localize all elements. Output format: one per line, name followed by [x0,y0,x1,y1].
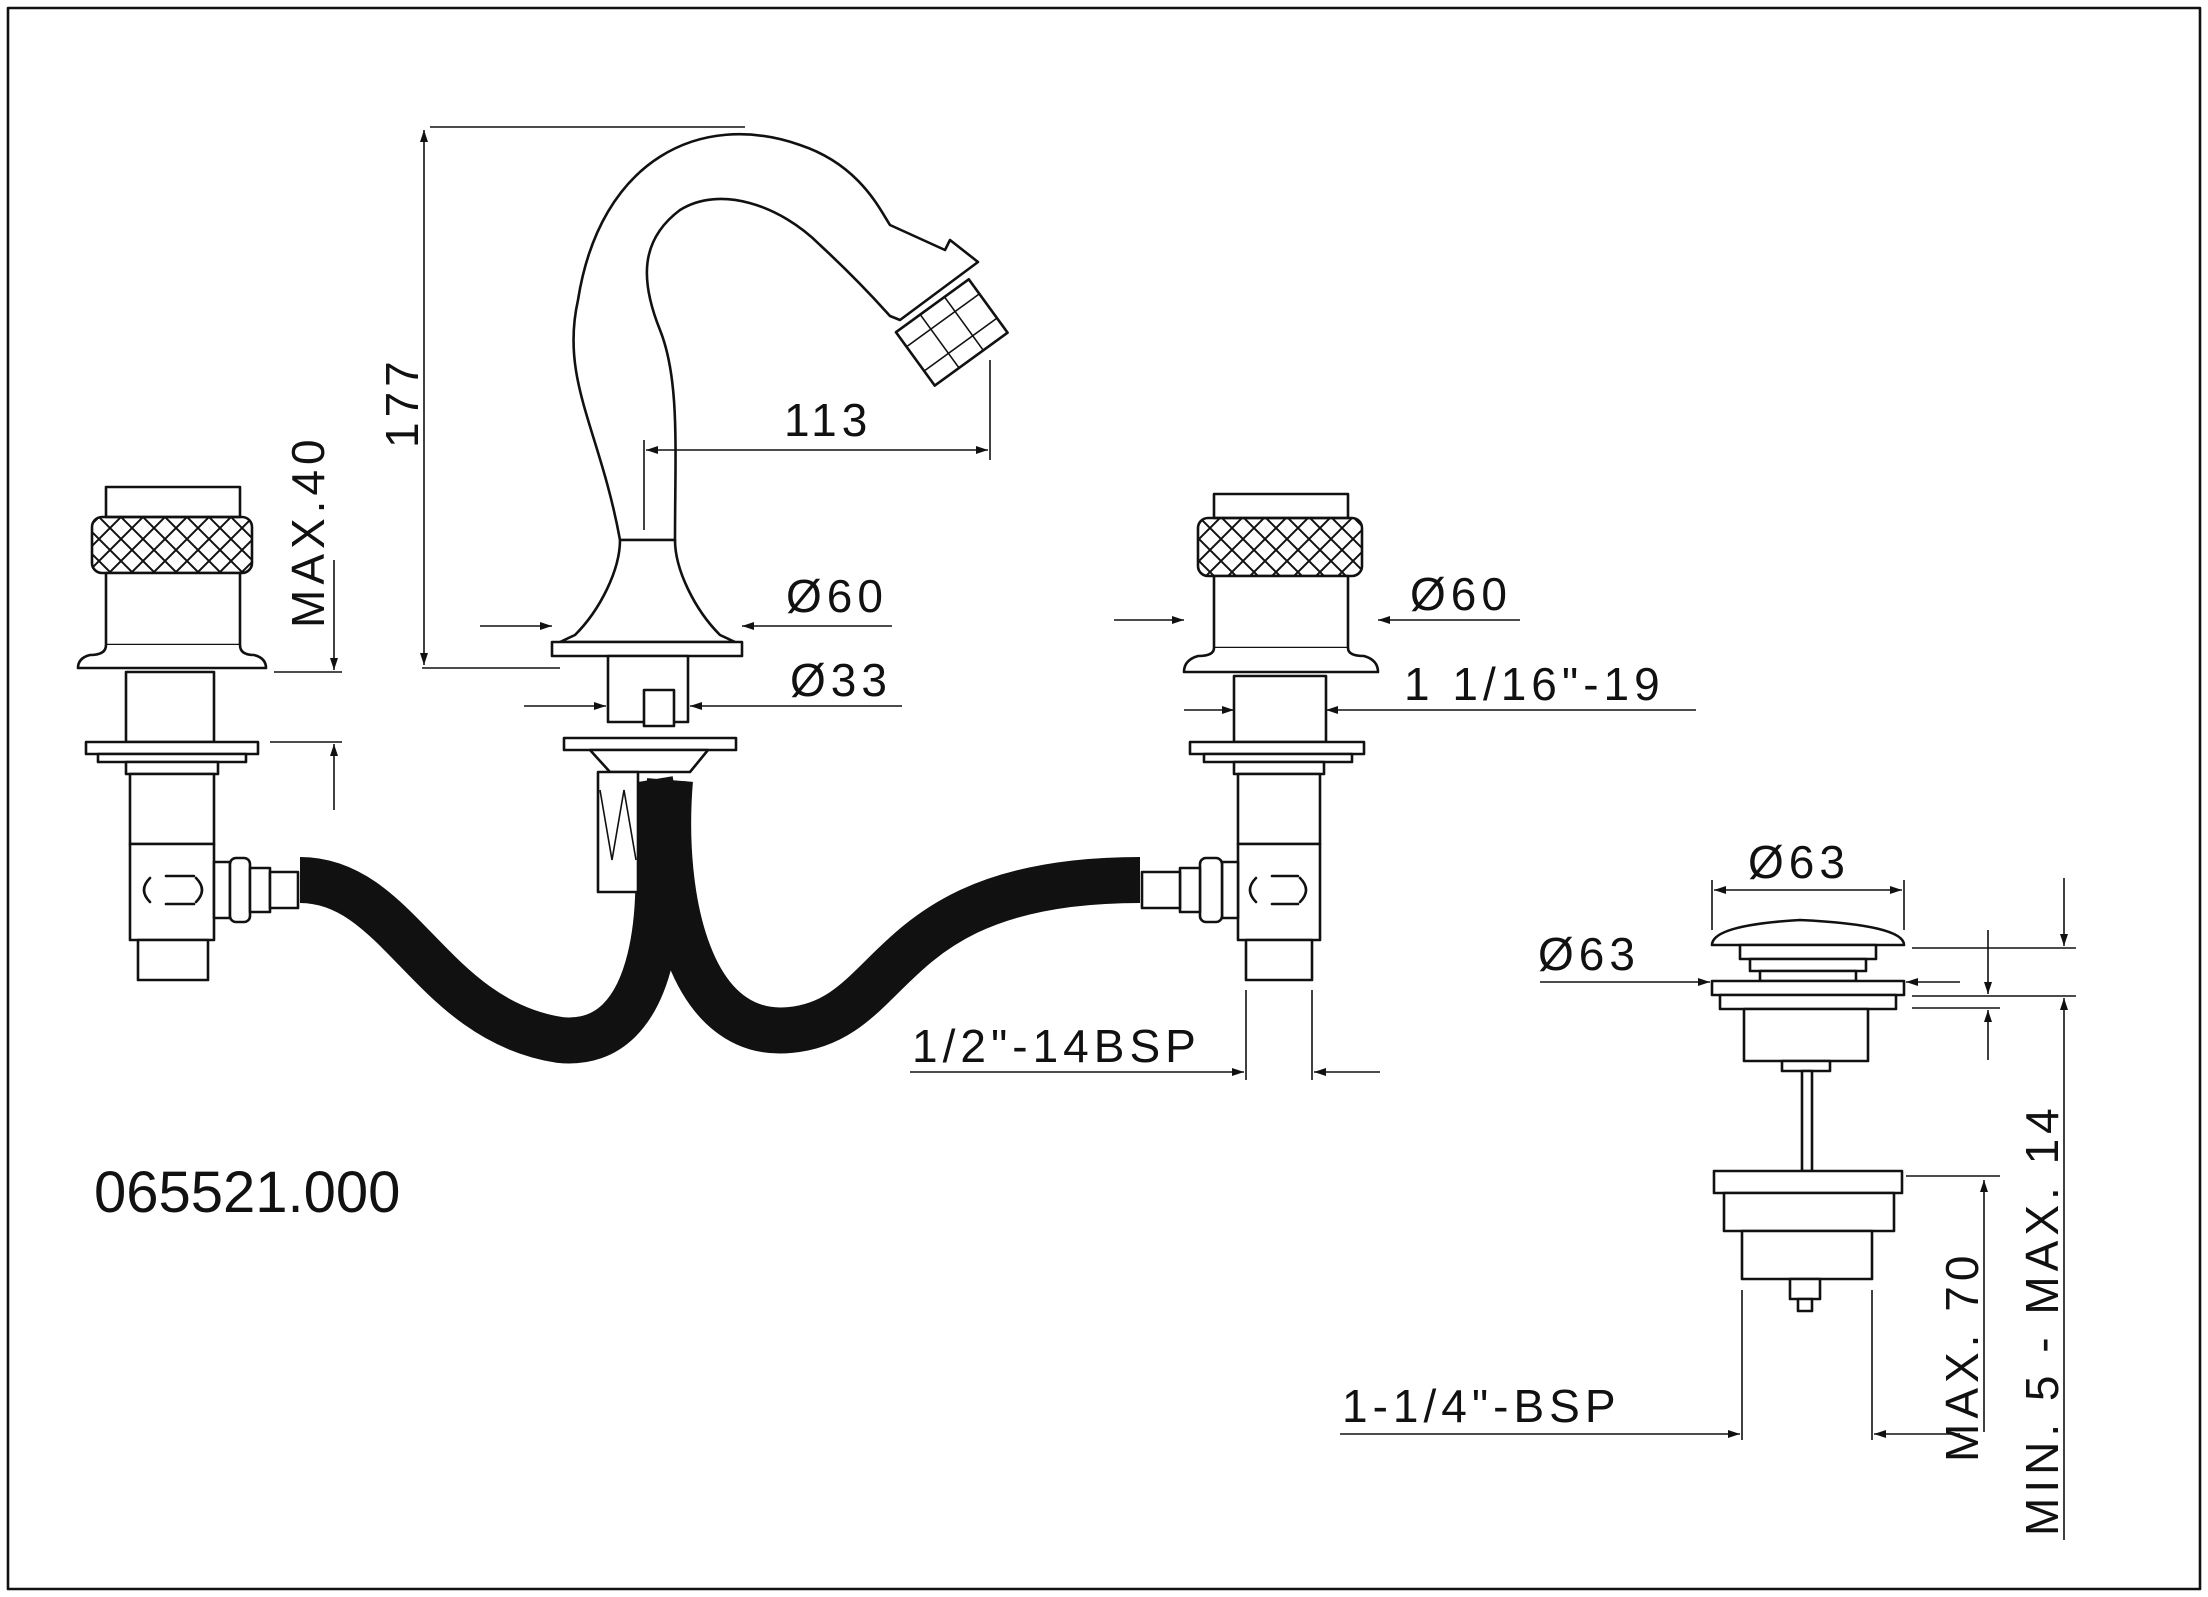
right-knurled-handle [1196,516,1364,578]
spout-body [572,132,980,542]
label-handle-base-diameter: Ø60 [1410,568,1512,620]
label-drain-flange-diameter: Ø63 [1538,928,1640,980]
part-number: 065521.000 [94,1160,400,1225]
label-spout-reach: 113 [784,394,872,446]
drain-cap [1710,918,1906,947]
dimension-labels: 177 113 MAX.40 Ø60 Ø33 Ø60 1 1/16"-19 1/… [94,356,2068,1536]
left-handle-valve [76,485,300,982]
label-drain-thread: 1-1/4"-BSP [1342,1380,1621,1432]
label-spout-base-diameter: Ø60 [786,570,888,622]
bidet-spout [550,132,1009,894]
label-spout-shank-diameter: Ø33 [790,654,892,706]
label-handle-thread: 1 1/16"-19 [1404,658,1665,710]
label-drain-max-70: MAX. 70 [1936,1251,1988,1462]
label-handle-max: MAX.40 [282,434,334,628]
label-inlet-thread: 1/2"-14BSP [912,1020,1201,1072]
pop-up-drain [1710,918,1906,1313]
right-handle-valve [1140,492,1380,982]
right-hose [648,778,1141,1051]
dimension-lines [270,126,2076,1540]
left-knurled-handle [90,515,254,575]
label-drain-min-max: MIN. 5 - MAX. 14 [2016,1103,2068,1536]
label-spout-height: 177 [376,356,428,448]
flexible-hoses [298,776,1141,1064]
label-drain-cap-diameter: Ø63 [1748,836,1850,888]
drawing-border [6,6,2202,1591]
